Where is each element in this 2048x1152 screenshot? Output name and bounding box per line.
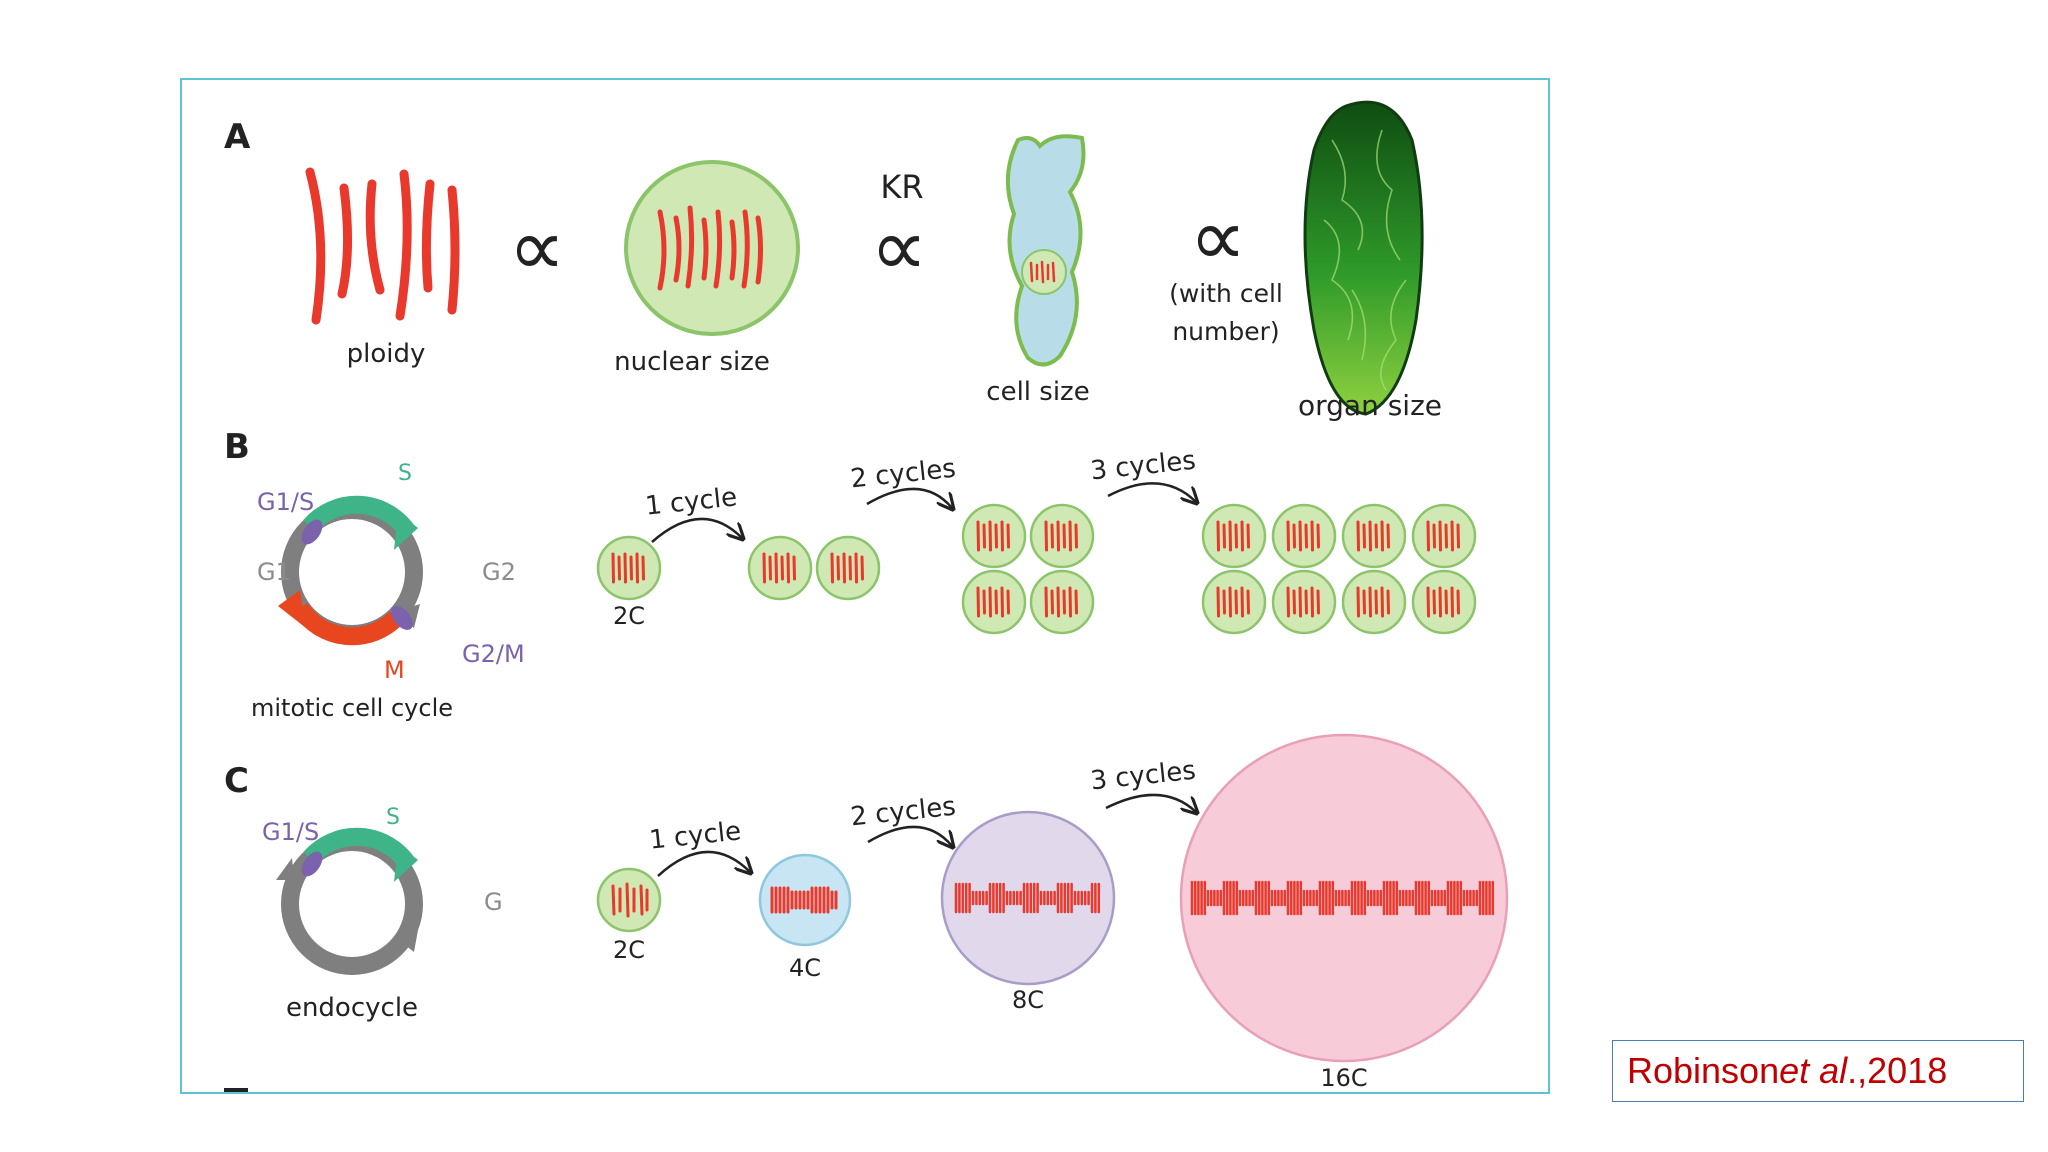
small-nucleus: [1271, 569, 1337, 635]
mitotic-nuclei: [596, 503, 1477, 635]
ploidy-diagram: A ploidy ∝ nuclear size KR ∝: [224, 100, 1509, 1092]
small-nucleus: [596, 535, 662, 601]
proportional-symbol-1: ∝: [508, 201, 565, 294]
with-cell-number-line1: (with cell: [1169, 279, 1283, 308]
endo-nucleus-16c: [1179, 733, 1509, 1063]
small-nucleus: [815, 535, 881, 601]
organ-size-label: organ size: [1298, 389, 1442, 422]
endo-2c-label: 2C: [613, 936, 645, 964]
proportional-symbol-3: ∝: [1189, 191, 1246, 284]
ploidy-chromosomes: [305, 167, 460, 325]
mitotic-step-3-label: 3 cycles: [1089, 446, 1197, 487]
endo-phase-s-label: S: [386, 805, 400, 830]
nuclear-size-label: nuclear size: [614, 347, 770, 377]
endo-4c-label: 4C: [789, 954, 821, 982]
mitotic-cycle-diagram: [278, 495, 423, 646]
phase-g2m-label: G2/M: [462, 640, 525, 668]
endo-nucleus-4c: [758, 853, 852, 947]
cell-size-label: cell size: [986, 377, 1089, 407]
phase-g1-label: G1: [257, 558, 291, 586]
endo-arrow-3: [1105, 793, 1196, 812]
phase-m-label: M: [384, 656, 405, 684]
with-cell-number-line2: number): [1172, 317, 1279, 346]
endo-phase-g-label: G: [484, 888, 503, 916]
endocycle-label: endocycle: [286, 993, 418, 1023]
small-nucleus: [1411, 569, 1477, 635]
small-nucleus: [1201, 503, 1267, 569]
panel-c-letter: C: [224, 761, 249, 801]
mitotic-arrow-3: [1107, 482, 1196, 502]
small-nucleus: [747, 535, 813, 601]
proportional-symbol-2: ∝: [870, 201, 927, 294]
kr-label: KR: [880, 168, 923, 206]
small-nucleus: [1271, 503, 1337, 569]
cell-shape: [1005, 134, 1086, 367]
endo-step-3-label: 3 cycles: [1089, 756, 1197, 797]
phase-s-label: S: [398, 461, 412, 486]
mitotic-arrow-1: [651, 517, 742, 542]
mitotic-step-1-label: 1 cycle: [644, 482, 739, 521]
nucleus-large: [624, 160, 800, 336]
endo-arrow-1: [657, 850, 750, 876]
figure-frame: A ploidy ∝ nuclear size KR ∝: [180, 78, 1550, 1094]
citation-author: Robinson: [1627, 1050, 1780, 1091]
mitotic-cycle-label: mitotic cell cycle: [251, 694, 453, 722]
endo-8c-label: 8C: [1012, 986, 1044, 1014]
small-nucleus: [961, 569, 1027, 635]
citation-etal: et al: [1779, 1050, 1848, 1091]
citation-box: Robinson et al.,2018: [1612, 1040, 2024, 1102]
small-nucleus: [1341, 569, 1407, 635]
mitotic-2c-label: 2C: [613, 602, 645, 630]
endo-step-2-label: 2 cycles: [849, 792, 957, 833]
endo-step-1-label: 1 cycle: [648, 816, 743, 855]
organ-leaf: [1303, 100, 1424, 416]
endo-phase-g1s-label: G1/S: [262, 818, 319, 846]
phase-g1s-label: G1/S: [257, 488, 314, 516]
endo-arrow-2: [867, 825, 952, 846]
small-nucleus: [1411, 503, 1477, 569]
panel-b-letter: B: [224, 427, 250, 467]
panel-d-letter-fragment: [224, 1088, 248, 1092]
small-nucleus: [1341, 503, 1407, 569]
endo-16c-label: 16C: [1320, 1064, 1367, 1092]
small-nucleus: [1029, 569, 1095, 635]
endo-nucleus-8c: [940, 810, 1116, 986]
small-nucleus: [1201, 569, 1267, 635]
endo-nucleus-2c: [596, 867, 662, 933]
endocycle-diagram: [276, 827, 423, 975]
panel-a-letter: A: [224, 117, 251, 157]
small-nucleus: [1029, 503, 1095, 569]
ploidy-label: ploidy: [347, 339, 426, 369]
mitotic-step-2-label: 2 cycles: [849, 454, 957, 495]
citation-year: .,2018: [1847, 1050, 1948, 1091]
mitotic-arrow-2: [866, 487, 952, 508]
small-nucleus: [961, 503, 1027, 569]
phase-g2-label: G2: [482, 558, 516, 586]
